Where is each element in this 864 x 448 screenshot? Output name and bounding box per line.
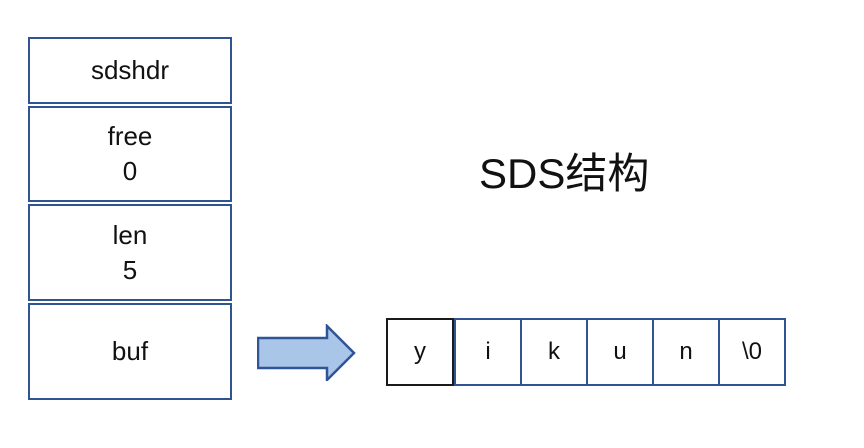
struct-row-label: sdshdr xyxy=(90,55,170,85)
struct-row-value: 5 xyxy=(122,254,138,285)
char-cell: \0 xyxy=(718,318,786,386)
struct-row-label: free xyxy=(107,121,153,151)
sdshdr-struct-stack: sdshdr free 0 len 5 buf xyxy=(28,37,232,400)
char-cell: y xyxy=(386,318,454,386)
struct-row-label: len xyxy=(112,219,148,250)
char-array: y i k u n \0 xyxy=(386,318,786,386)
diagram-title: SDS结构 xyxy=(479,150,650,197)
struct-row-len: len 5 xyxy=(28,204,232,301)
right-arrow-shape xyxy=(257,324,356,381)
char-cell: k xyxy=(520,318,588,386)
struct-row-value: 0 xyxy=(122,156,138,186)
right-arrow-icon xyxy=(257,324,356,381)
struct-row-buf: buf xyxy=(28,303,232,400)
char-cell: n xyxy=(652,318,720,386)
char-cell: i xyxy=(454,318,522,386)
struct-row-sdshdr: sdshdr xyxy=(28,37,232,104)
struct-row-label: buf xyxy=(111,336,149,366)
char-cell: u xyxy=(586,318,654,386)
struct-row-free: free 0 xyxy=(28,106,232,202)
